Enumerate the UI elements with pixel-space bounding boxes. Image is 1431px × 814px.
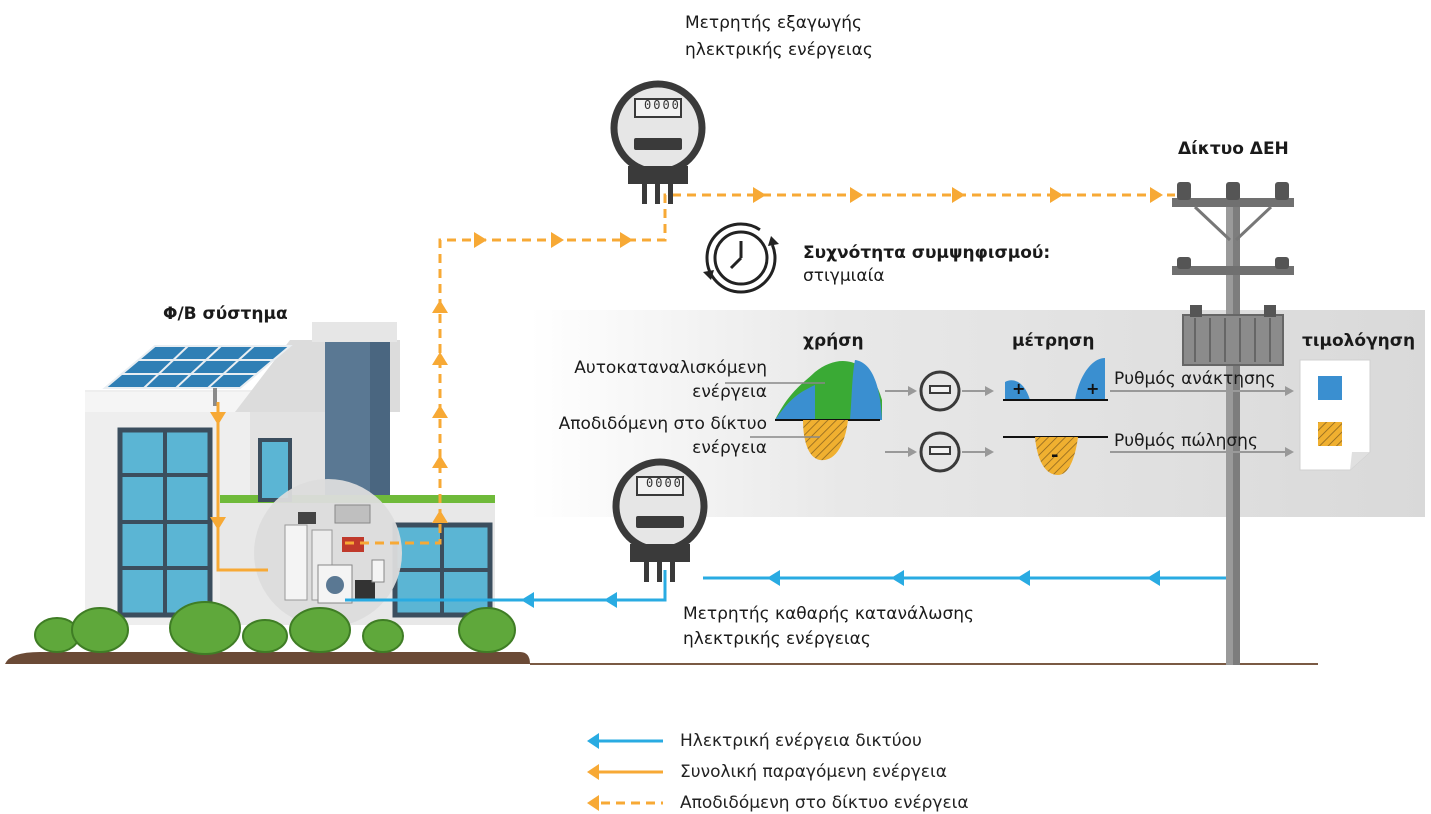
meter-icon	[919, 431, 961, 473]
metering-heading: μέτρηση	[1012, 331, 1095, 351]
meter-icon	[610, 80, 706, 204]
legend-label: Συνολική παραγόμενη ενέργεια	[680, 762, 947, 782]
net-meter-label-line1: Μετρητής καθαρής κατανάλωσης	[683, 604, 975, 624]
legend-item-grid-energy: Ηλεκτρική ενέργεια δικτύου	[585, 730, 922, 752]
net-meter-digits: 0000	[646, 476, 683, 490]
panel-arrows	[885, 386, 1294, 457]
legend-label: Αποδιδόμενη στο δίκτυο ενέργεια	[680, 793, 969, 813]
export-energy-line	[345, 187, 1175, 545]
ground	[5, 652, 530, 664]
self-consumed-label-line1: Αυτοκαταναλισκόμενη	[574, 358, 767, 378]
grid-label: Δίκτυο ΔΕΗ	[1178, 139, 1289, 159]
plus-sign-left: +	[1012, 379, 1026, 398]
arrow-left-icon	[587, 764, 663, 780]
plus-sign-right: +	[1086, 379, 1100, 398]
pv-system-label: Φ/Β σύστημα	[163, 304, 288, 324]
net-meter-label-line2: ηλεκτρικής ενέργειας	[683, 629, 871, 649]
self-consumed-label-line2: ενέργεια	[692, 382, 767, 402]
metering-chart	[1003, 358, 1108, 475]
usage-chart	[725, 360, 882, 461]
meter-icon	[919, 370, 961, 412]
pv-energy-line	[210, 402, 268, 572]
appliances-icon	[254, 479, 402, 627]
selling-rate-label: Ρυθμός πώλησης	[1114, 431, 1258, 451]
netting-frequency-value: στιγμιαία	[803, 266, 885, 286]
export-meter-label-line1: Μετρητής εξαγωγής	[685, 13, 863, 33]
billing-heading: τιμολόγηση	[1302, 331, 1416, 351]
clock-icon	[703, 222, 779, 294]
usage-heading: χρήση	[803, 331, 864, 351]
legend-item-total-production: Συνολική παραγόμενη ενέργεια	[585, 761, 947, 783]
utility-pole-icon	[1172, 182, 1294, 665]
netting-frequency-title: Συχνότητα συμψηφισμού:	[803, 243, 1051, 263]
meter-icon	[612, 458, 708, 582]
minus-sign: -	[1051, 445, 1059, 466]
legend-label: Ηλεκτρική ενέργεια δικτύου	[680, 731, 922, 751]
exported-label-line1: Αποδιδόμενη στο δίκτυο	[558, 414, 767, 434]
recovery-rate-label: Ρυθμός ανάκτησης	[1114, 369, 1276, 389]
invoice-icon	[1299, 359, 1371, 471]
export-meter-digits: 0000	[644, 98, 681, 112]
window	[258, 438, 292, 502]
grid-energy-line	[345, 570, 1228, 608]
solar-panel-icon	[102, 345, 293, 406]
exported-label-line2: ενέργεια	[692, 438, 767, 458]
export-meter-label-line2: ηλεκτρικής ενέργειας	[685, 40, 873, 60]
legend-item-exported-energy: Αποδιδόμενη στο δίκτυο ενέργεια	[585, 792, 969, 814]
bushes	[34, 601, 516, 655]
arrow-left-icon	[587, 733, 663, 749]
arrow-left-icon	[587, 795, 663, 811]
